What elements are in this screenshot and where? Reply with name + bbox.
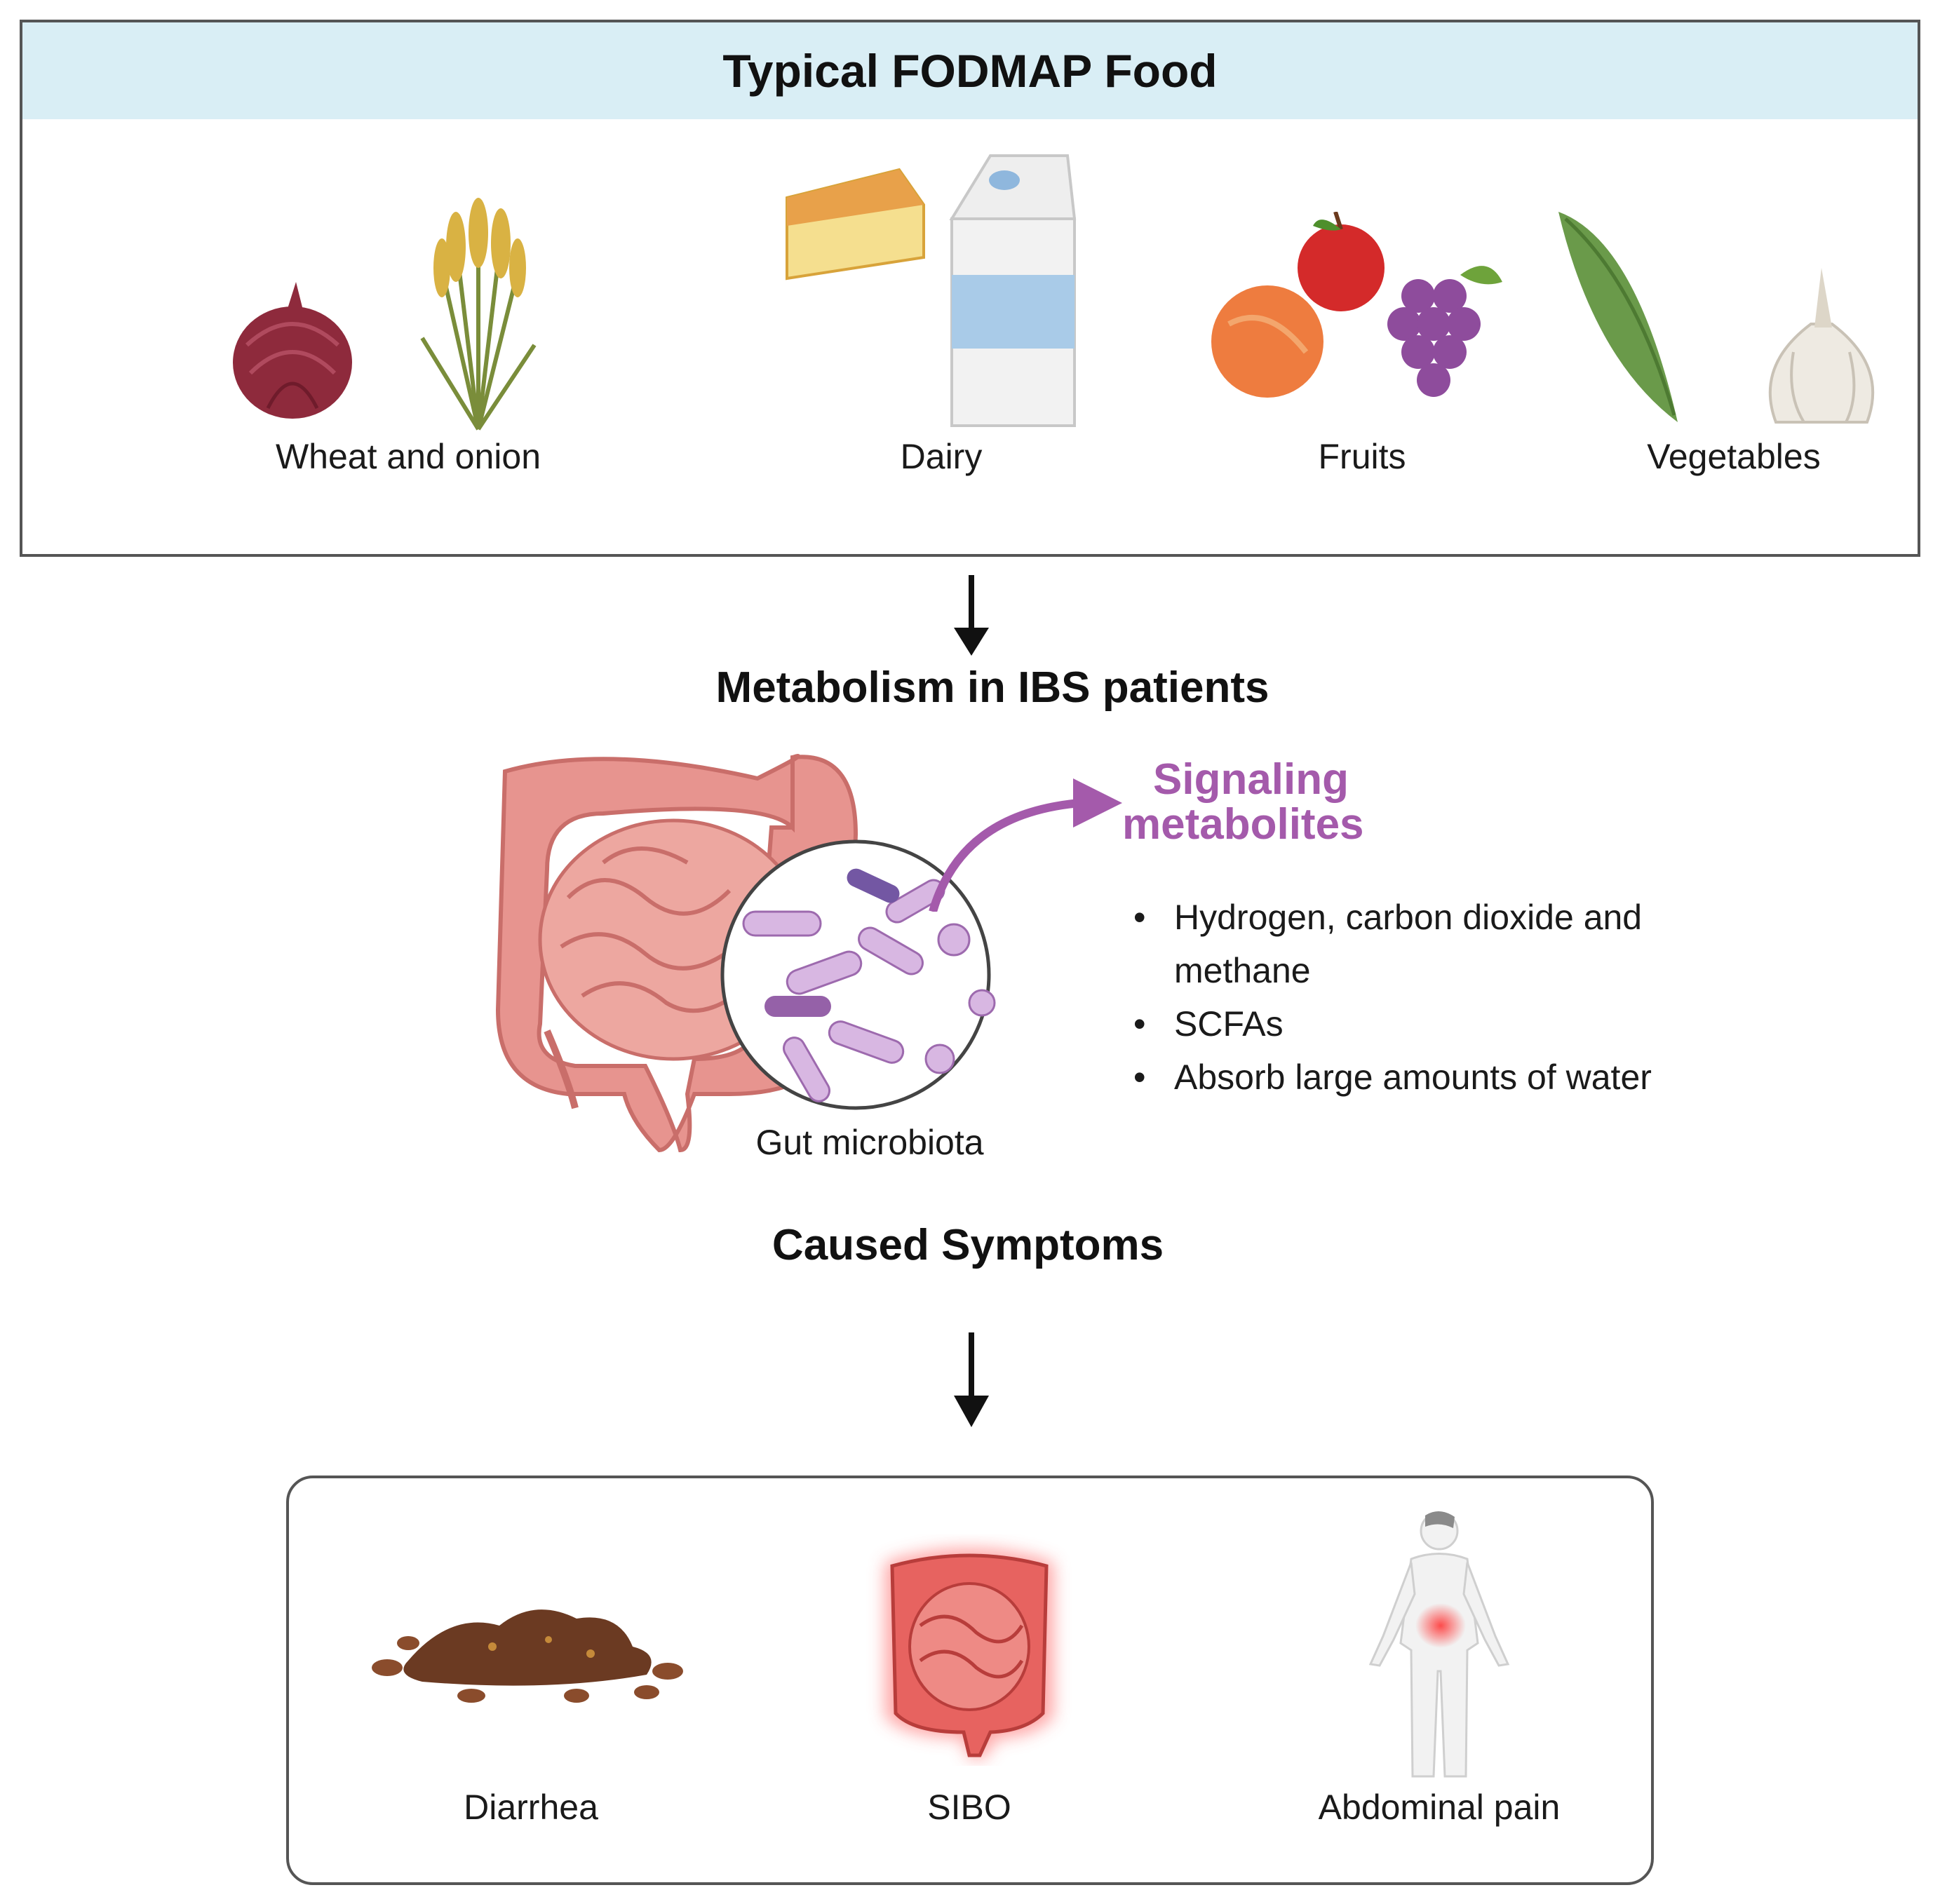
metabolite-item: Hydrogen, carbon dioxide and methane [1129, 891, 1693, 997]
cheese-milk-icon [786, 154, 1077, 427]
signaling-metabolites-title: Signaling metabolites [1122, 757, 1473, 847]
food-label-fruits: Fruits [1318, 437, 1406, 476]
symptom-label-abdominal-pain: Abdominal pain [1318, 1788, 1561, 1827]
metabolite-list: Hydrogen, carbon dioxide and methane SCF… [1129, 891, 1732, 1104]
down-arrow-icon [954, 575, 989, 656]
signaling-title-line1: Signaling [1153, 755, 1349, 804]
food-label-vegetables: Vegetables [1647, 437, 1821, 476]
stool-icon [372, 1609, 683, 1703]
food-panel: Typical FODMAP Food Wheat and onion [20, 20, 1920, 557]
signal-arrow-icon [929, 778, 1122, 912]
gut-microbiota-label: Gut microbiota [755, 1123, 984, 1162]
symptom-label-sibo: SIBO [927, 1788, 1011, 1827]
food-panel-header [22, 22, 1918, 119]
onion-wheat-icon [233, 198, 537, 431]
human-body-pain-icon [1368, 1511, 1510, 1778]
symptoms-title: Caused Symptoms [772, 1221, 1164, 1269]
fruits-icon [1211, 212, 1502, 398]
pea-garlic-icon [1558, 212, 1875, 424]
metabolism-title: Metabolism in IBS patients [715, 663, 1269, 712]
signaling-title-line2: metabolites [1122, 800, 1364, 849]
down-arrow-icon [954, 1332, 989, 1427]
metabolite-item: Absorb large amounts of water [1129, 1051, 1732, 1104]
food-label-wheat-onion: Wheat and onion [275, 437, 541, 476]
metabolite-item: SCFAs [1129, 997, 1732, 1051]
symptoms-panel: Diarrhea SIBO [286, 1476, 1654, 1885]
food-panel-title: Typical FODMAP Food [722, 45, 1218, 97]
intestine-microbiota-icon [495, 754, 996, 1153]
symptom-label-diarrhea: Diarrhea [464, 1788, 598, 1827]
food-label-dairy: Dairy [900, 437, 983, 476]
inflamed-intestine-icon [885, 1548, 1053, 1759]
